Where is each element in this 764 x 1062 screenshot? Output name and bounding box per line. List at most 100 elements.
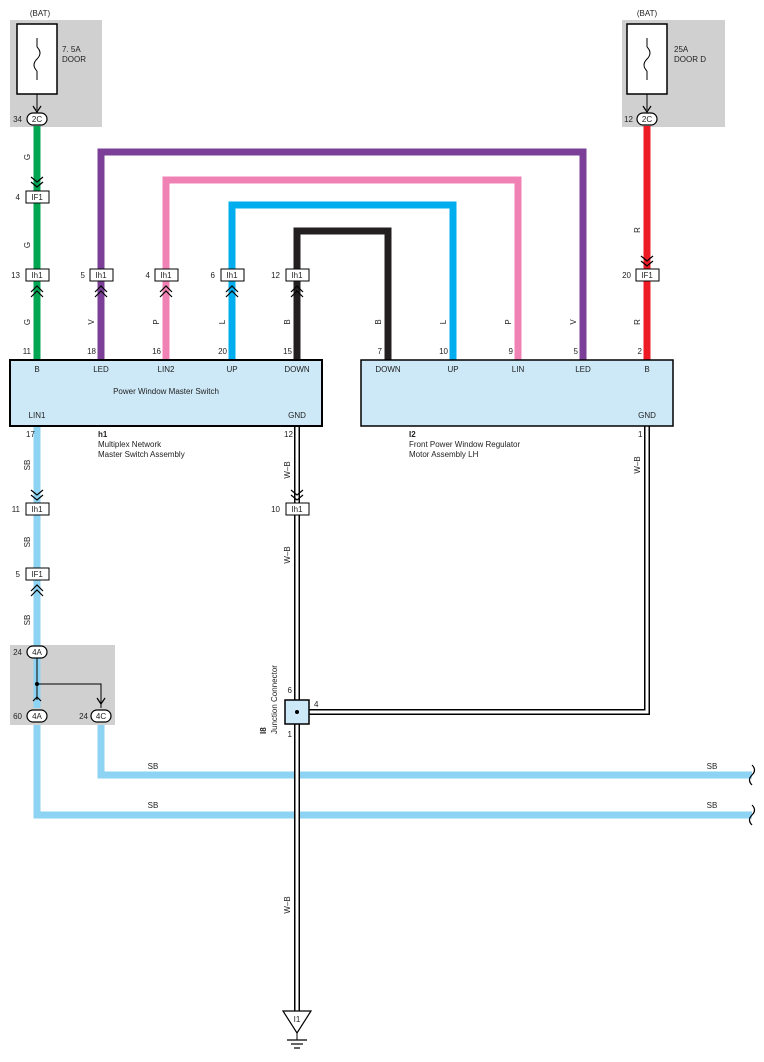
svg-text:4: 4 — [146, 271, 151, 280]
fuse-left-rating: 7. 5A — [62, 45, 81, 54]
connector-ih1-sb: Ih1 11 — [12, 489, 50, 516]
svg-text:5: 5 — [574, 347, 579, 356]
regulator-id: I2 — [409, 430, 416, 439]
svg-text:7: 7 — [378, 347, 383, 356]
wires — [33, 126, 752, 1012]
master-switch-desc1: Multiplex Network — [98, 440, 162, 449]
svg-text:4C: 4C — [96, 712, 106, 721]
svg-text:DOWN: DOWN — [375, 365, 401, 374]
svg-text:Ih1: Ih1 — [31, 505, 43, 514]
break-marks — [748, 764, 756, 826]
svg-text:Ih1: Ih1 — [291, 271, 303, 280]
svg-text:Ih1: Ih1 — [95, 271, 107, 280]
splice-block: 4A 24 4A 60 4C 24 — [10, 622, 115, 725]
svg-text:LIN: LIN — [512, 365, 525, 374]
fuse-block-left: (BAT) 7. 5A DOOR 2C 34 — [10, 9, 102, 127]
wire-label-sb: SB — [148, 762, 159, 771]
wire-label-sb: SB — [23, 537, 32, 548]
svg-text:24: 24 — [13, 648, 22, 657]
wire-label-wb: W–B — [283, 461, 292, 478]
junction-name: Junction Connector — [270, 665, 279, 734]
wire-sb-upper — [97, 712, 752, 779]
svg-text:DOWN: DOWN — [284, 365, 310, 374]
svg-text:LED: LED — [93, 365, 109, 374]
master-switch: Power Window Master Switch 11 18 16 20 1… — [9, 347, 323, 459]
ground-id: I1 — [294, 1015, 301, 1024]
svg-text:5: 5 — [16, 570, 21, 579]
wire-label-p: P — [152, 319, 161, 324]
wire-label-wb: W–B — [283, 896, 292, 913]
svg-text:24: 24 — [79, 712, 88, 721]
fuse-right-icon — [643, 46, 651, 72]
master-switch-title: Power Window Master Switch — [113, 387, 219, 396]
svg-text:Ih1: Ih1 — [31, 271, 43, 280]
svg-text:UP: UP — [226, 365, 237, 374]
svg-text:GND: GND — [288, 411, 306, 420]
regulator-desc2: Motor Assembly LH — [409, 450, 479, 459]
svg-text:IF1: IF1 — [31, 193, 43, 202]
svg-text:20: 20 — [218, 347, 227, 356]
wire-label-g: G — [23, 242, 32, 248]
wire-label-r: R — [633, 319, 642, 325]
svg-text:5: 5 — [81, 271, 86, 280]
svg-text:Ih1: Ih1 — [226, 271, 238, 280]
wire-label-g: G — [23, 154, 32, 160]
fuse-left-source: (BAT) — [30, 9, 51, 18]
master-switch-desc2: Master Switch Assembly — [98, 450, 185, 459]
svg-text:1: 1 — [638, 430, 643, 439]
window-regulator: 7 10 9 5 2 DOWN UP LIN LED B GND 1 I2 Fr… — [360, 347, 674, 459]
wire-label-b: B — [283, 319, 292, 324]
connector-ih1-gnd: Ih1 10 — [271, 489, 310, 516]
svg-text:6: 6 — [211, 271, 216, 280]
wire-b — [293, 227, 392, 360]
svg-text:11: 11 — [23, 347, 32, 356]
svg-text:17: 17 — [26, 430, 35, 439]
svg-text:1: 1 — [288, 730, 293, 739]
ground: I1 — [281, 1010, 313, 1049]
wire-label-wb: W–B — [633, 456, 642, 473]
fuse-left-icon — [33, 46, 41, 72]
junction-id: I8 — [259, 727, 268, 734]
regulator-desc1: Front Power Window Regulator — [409, 440, 520, 449]
svg-text:UP: UP — [447, 365, 458, 374]
wire-label-sb: SB — [707, 762, 718, 771]
svg-text:4: 4 — [16, 193, 21, 202]
wire-label-wb: W–B — [283, 546, 292, 563]
wire-label-sb: SB — [707, 801, 718, 810]
wire-wb-regulator — [297, 426, 649, 714]
wire-label-l: L — [439, 319, 448, 324]
wire-wb-regulator-outline — [297, 426, 650, 715]
wire-v — [97, 148, 587, 360]
svg-text:6: 6 — [288, 686, 293, 695]
svg-text:18: 18 — [87, 347, 96, 356]
svg-text:Ih1: Ih1 — [291, 505, 303, 514]
svg-text:11: 11 — [12, 505, 21, 514]
svg-text:B: B — [644, 365, 649, 374]
wire-label-sb: SB — [23, 460, 32, 471]
svg-text:12: 12 — [284, 430, 293, 439]
junction-connector: 6 4 1 I8 Junction Connector — [259, 665, 319, 739]
wire-label-v: V — [87, 319, 96, 325]
connector-ih1-up: Ih1 6 — [211, 268, 245, 298]
fuse-right-name: DOOR D — [674, 55, 706, 64]
svg-text:LIN2: LIN2 — [158, 365, 175, 374]
svg-text:15: 15 — [283, 347, 292, 356]
fuse-left-connector: 2C — [32, 115, 42, 124]
wire-label-g: G — [23, 319, 32, 325]
svg-text:16: 16 — [152, 347, 161, 356]
svg-text:12: 12 — [271, 271, 280, 280]
wire-label-p: P — [504, 319, 513, 324]
connector-ih1-b: Ih1 13 — [11, 268, 50, 298]
connector-ih1-led: Ih1 5 — [81, 268, 114, 298]
connector-ih1-lin2: Ih1 4 — [146, 268, 179, 298]
fuse-right-connector: 2C — [642, 115, 652, 124]
svg-text:20: 20 — [622, 271, 631, 280]
fuse-left-pin: 34 — [13, 115, 22, 124]
wire-label-sb: SB — [148, 801, 159, 810]
svg-text:9: 9 — [509, 347, 514, 356]
svg-text:B: B — [34, 365, 39, 374]
svg-text:GND: GND — [638, 411, 656, 420]
fuse-left-name: DOOR — [62, 55, 86, 64]
master-switch-id: h1 — [98, 430, 108, 439]
